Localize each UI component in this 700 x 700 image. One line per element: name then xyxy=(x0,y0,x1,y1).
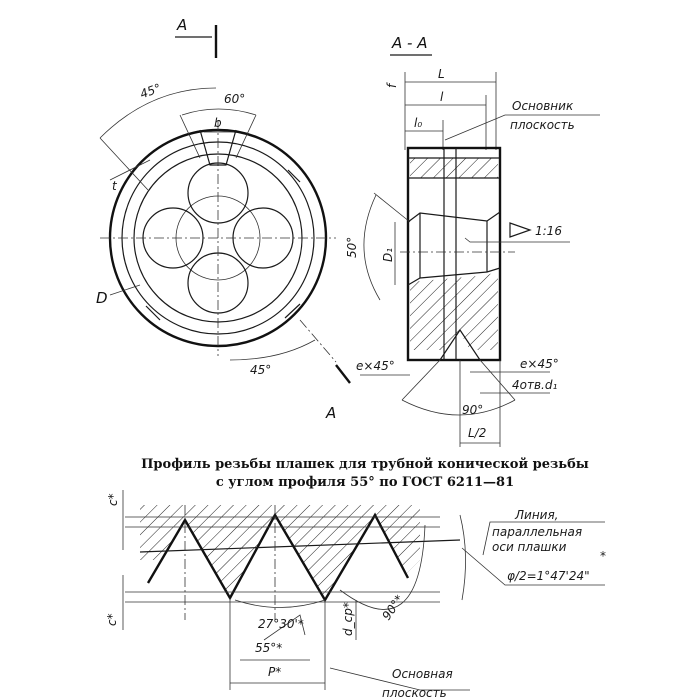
dim-l0-label: l₀ xyxy=(414,116,422,130)
profile-title-1: Профиль резьбы плашек для трубной кониче… xyxy=(141,457,589,472)
section-view: A - A L l xyxy=(345,34,600,447)
dim-D-label: D xyxy=(96,289,108,307)
angle-45-bottom-arc xyxy=(229,339,316,361)
line-note-2: параллельная xyxy=(492,525,582,539)
angle-45-label: 45° xyxy=(138,81,163,101)
angle-extension xyxy=(479,359,516,401)
angle-extension xyxy=(179,114,201,159)
thread-profile-line xyxy=(146,512,410,603)
angle-extension xyxy=(401,359,441,401)
line-note-leader xyxy=(482,521,605,556)
angle-extension xyxy=(99,137,149,191)
base-plane-label-1: Основник xyxy=(512,99,574,113)
section-mark-top: A xyxy=(176,16,187,34)
line-note-1: Линия, xyxy=(514,508,559,522)
section-mark-bottom: A xyxy=(325,404,336,422)
section-line-bottom xyxy=(335,364,351,384)
front-view: A 45° 60° b t D 45° A xyxy=(96,16,351,422)
thread-profile: Профиль резьбы плашек для трубной кониче… xyxy=(105,457,606,700)
hole-v-notch xyxy=(439,328,481,361)
dim-t-label: t xyxy=(112,179,118,193)
angle-45-arc xyxy=(99,87,217,139)
base-plane-leader xyxy=(329,667,470,691)
angle-55-arc xyxy=(234,599,326,608)
angle-60-arc xyxy=(181,108,257,116)
dim-L2-label: L/2 xyxy=(468,426,486,440)
angle-50-label: 50° xyxy=(345,237,359,258)
c-bottom-label: c* xyxy=(105,613,119,626)
c-top-label: c* xyxy=(106,493,120,506)
dim-b-label: b xyxy=(214,116,222,130)
section-title: A - A xyxy=(391,34,427,52)
angle-90-arc xyxy=(401,399,516,416)
angle-27-frame xyxy=(263,614,306,641)
angle-90-label: 90°* xyxy=(379,592,406,622)
hatch-top xyxy=(410,158,498,178)
angle-extension xyxy=(373,192,411,223)
angle-extension xyxy=(235,114,257,159)
die-section-outline xyxy=(406,146,502,362)
bore-bottom xyxy=(407,267,501,286)
base-plane-leader xyxy=(444,114,600,141)
dim-l-label: l xyxy=(440,90,444,104)
dim-f-label: f xyxy=(385,82,399,88)
dim-D1-label: D₁ xyxy=(381,248,395,262)
base-plane-label-1: Основная xyxy=(392,667,453,681)
holes-label: 4отв.d₁ xyxy=(512,378,557,392)
screw-hole-mark xyxy=(145,305,161,321)
half-angle-label: φ/2=1°47'24" xyxy=(507,569,590,583)
dim-D-leader xyxy=(109,284,141,296)
taper-leader xyxy=(464,237,570,243)
base-plane-label-2: плоскость xyxy=(510,118,575,132)
chamfer-right-label: e×45° xyxy=(520,357,559,371)
half-angle-leader xyxy=(461,547,605,586)
screw-hole-mark xyxy=(287,169,301,183)
dim-t-line xyxy=(109,159,151,181)
angle-90-label: 90° xyxy=(462,403,483,417)
pitch-label: P* xyxy=(268,665,281,679)
line-note-3: оси плашки xyxy=(492,540,567,554)
taper-icon xyxy=(509,222,532,238)
hatch-bottom xyxy=(410,270,498,350)
angle-55-label: 55°* xyxy=(255,641,282,655)
angle-45-bottom-label: 45° xyxy=(250,363,271,377)
taper-label: 1:16 xyxy=(535,224,562,238)
angle-60-label: 60° xyxy=(224,92,245,106)
d-avg-label: d_ср* xyxy=(341,602,355,636)
profile-title-2: с углом профиля 55° по ГОСТ 6211—81 xyxy=(216,475,514,490)
section-trace xyxy=(299,319,337,363)
dim-L-label: L xyxy=(438,67,445,81)
base-plane-label-2: плоскость xyxy=(382,686,447,700)
screw-hole-mark xyxy=(284,303,301,319)
star-mark: * xyxy=(600,549,606,563)
parallel-axis-line xyxy=(139,539,461,553)
adjust-slot xyxy=(199,129,237,166)
chamfer-left-label: e×45° xyxy=(356,359,395,373)
bore-top xyxy=(407,211,501,223)
angle-27-label: 27°30'* xyxy=(258,617,304,631)
angle-50-arc xyxy=(363,194,381,301)
angle-90-arc xyxy=(339,524,426,610)
half-angle-arc xyxy=(459,514,466,601)
thread-hatch xyxy=(140,505,420,600)
